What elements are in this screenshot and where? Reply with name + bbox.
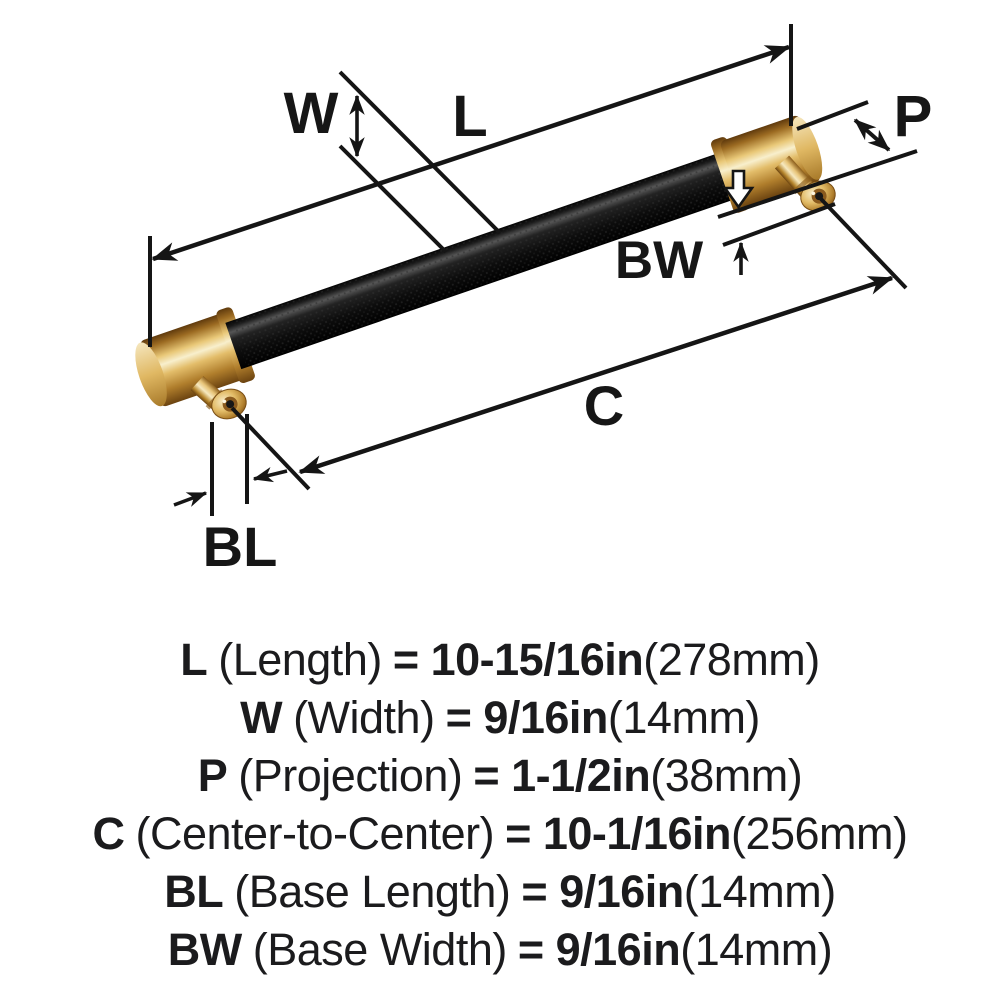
p-upper-reference-line xyxy=(796,100,869,131)
dimension-base-length xyxy=(173,414,288,516)
spec-row-width: W(Width)= 9/16in(14mm) xyxy=(0,689,1000,747)
p-double-arrow xyxy=(853,118,891,152)
spec-metric: (256mm) xyxy=(730,808,908,859)
spec-name: (Projection) xyxy=(238,750,463,801)
spec-value: = 10-15/16in xyxy=(392,634,644,685)
spec-code: L xyxy=(180,634,208,685)
right-cap-face xyxy=(792,116,823,180)
label-projection: P xyxy=(894,84,933,149)
down-arrow-icon xyxy=(722,169,755,210)
spec-value: = 1-1/2in xyxy=(473,750,651,801)
spec-value: = 9/16in xyxy=(521,866,684,917)
label-base-width: BW xyxy=(615,231,703,290)
label-base-length: BL xyxy=(203,515,278,578)
spec-metric: (14mm) xyxy=(683,866,837,917)
spec-row-length: L(Length)= 10-15/16in(278mm) xyxy=(0,631,1000,689)
w-lower-reference-line xyxy=(338,144,448,254)
bl-right-arrow xyxy=(252,467,288,483)
c-dimension-arrow xyxy=(298,275,894,475)
label-width: W xyxy=(284,81,339,146)
c-right-extension-line xyxy=(819,197,908,290)
spec-code: BW xyxy=(167,924,242,975)
bl-left-arrow xyxy=(173,491,208,507)
spec-value: = 9/16in xyxy=(445,692,609,743)
spec-value: = 10-1/16in xyxy=(505,808,731,859)
p-base-reference-line xyxy=(717,149,918,219)
label-length: L xyxy=(452,84,487,149)
spec-name: (Base Length) xyxy=(234,866,511,917)
left-cap xyxy=(140,314,244,407)
spec-metric: (14mm) xyxy=(680,924,833,975)
dimension-base-width xyxy=(722,169,836,275)
spec-metric: (14mm) xyxy=(607,692,761,743)
l-dimension-arrow xyxy=(151,44,791,262)
left-cap-face xyxy=(135,342,167,407)
dimension-spec-list: L(Length)= 10-15/16in(278mm) W(Width)= 9… xyxy=(0,631,1000,979)
spec-value: = 9/16in xyxy=(517,924,681,975)
spec-metric: (38mm) xyxy=(650,750,803,801)
spec-name: (Width) xyxy=(293,692,435,743)
spec-name: (Center-to-Center) xyxy=(135,808,495,859)
c-left-extension-line xyxy=(230,406,311,491)
dimension-center-to-center xyxy=(230,197,908,491)
spec-row-center-to-center: C(Center-to-Center)= 10-1/16in(256mm) xyxy=(0,805,1000,863)
spec-row-projection: P(Projection)= 1-1/2in(38mm) xyxy=(0,747,1000,805)
w-upper-reference-line xyxy=(338,70,502,235)
handle-diagram-svg: W L P BW C BL xyxy=(135,24,933,578)
handle-illustration xyxy=(135,115,836,420)
spec-row-base-length: BL(Base Length)= 9/16in(14mm) xyxy=(0,863,1000,921)
dimension-projection xyxy=(717,100,918,219)
spec-metric: (278mm) xyxy=(643,634,820,685)
spec-code: P xyxy=(197,750,228,801)
spec-name: (Length) xyxy=(218,634,382,685)
dimension-length xyxy=(148,24,793,347)
label-center-to-center: C xyxy=(584,374,624,437)
spec-code: C xyxy=(92,808,125,859)
spec-name: (Base Width) xyxy=(252,924,508,975)
spec-code: BL xyxy=(164,866,224,917)
spec-row-base-width: BW(Base Width)= 9/16in(14mm) xyxy=(0,921,1000,979)
dimension-width xyxy=(338,70,502,254)
bw-lower-reference-line xyxy=(722,202,836,247)
spec-code: W xyxy=(240,692,283,743)
